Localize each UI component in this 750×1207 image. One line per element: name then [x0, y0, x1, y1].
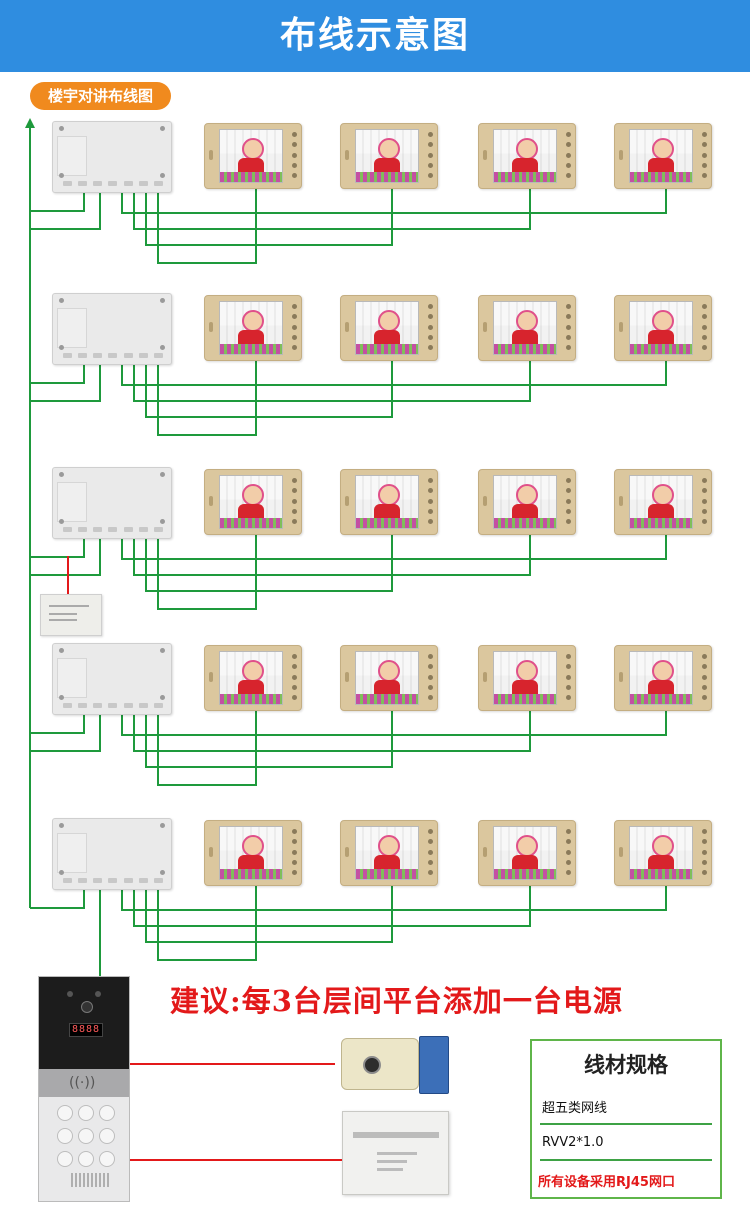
cat5-wire	[133, 884, 531, 927]
floor-distributor	[52, 121, 172, 193]
door-station: 8888 ((·))	[38, 976, 130, 1202]
indoor-monitor	[204, 123, 302, 189]
spec-title: 线材规格	[584, 1053, 668, 1077]
camera-icon	[67, 991, 73, 997]
floor-distributor	[52, 467, 172, 539]
cat5-wire	[157, 709, 257, 786]
cat5-wire	[145, 884, 393, 943]
section-label: 楼宇对讲布线图	[30, 82, 172, 110]
cat5-wire	[145, 187, 393, 246]
power-advice: 建议:每3台层间平台添加一台电源	[170, 984, 623, 1018]
indoor-monitor	[614, 820, 712, 886]
speaker-grille	[71, 1173, 111, 1187]
main-power-supply	[342, 1111, 449, 1195]
spec-item-rvv: RVV2*1.0	[542, 1135, 604, 1150]
indoor-monitor	[614, 469, 712, 535]
cat5-wire	[145, 533, 393, 592]
riser-wire	[30, 888, 85, 909]
cable-spec-box: 线材规格 超五类网线 RVV2*1.0 所有设备采用RJ45网口	[530, 1039, 722, 1199]
cat5-wire	[121, 533, 667, 560]
indoor-monitor	[478, 469, 576, 535]
page-title: 布线示意图	[0, 0, 750, 72]
cat5-wire	[121, 359, 667, 386]
cat5-wire	[145, 709, 393, 768]
riser-wire	[30, 191, 85, 212]
floor-distributor	[52, 293, 172, 365]
cat5-wire	[157, 884, 257, 961]
indoor-monitor	[340, 645, 438, 711]
indoor-monitor	[478, 820, 576, 886]
cat5-wire	[157, 359, 257, 436]
floor-power-supply	[40, 594, 102, 636]
indoor-monitor	[340, 295, 438, 361]
cat5-wire	[121, 187, 667, 214]
cat5-wire	[157, 533, 257, 610]
lock-keyhole-icon	[363, 1056, 381, 1074]
riser-wire	[30, 191, 101, 230]
door-station-display: 8888	[69, 1023, 103, 1037]
cat5-wire	[133, 709, 531, 752]
up-arrow-icon	[25, 118, 35, 128]
cat5-wire	[157, 187, 257, 264]
indoor-monitor	[614, 295, 712, 361]
indoor-monitor	[204, 469, 302, 535]
rfid-icon: ((·))	[69, 1075, 96, 1091]
floor-distributor	[52, 818, 172, 890]
riser-wire	[30, 713, 85, 734]
indoor-monitor	[614, 645, 712, 711]
cat5-wire	[133, 359, 531, 402]
riser-wire	[30, 363, 101, 402]
indoor-monitor	[478, 645, 576, 711]
cat5-wire	[133, 187, 531, 230]
cat5-wire	[133, 533, 531, 576]
riser-wire	[30, 713, 101, 752]
indoor-monitor	[340, 123, 438, 189]
riser-wire	[30, 537, 101, 576]
cat5-wire	[121, 884, 667, 911]
indoor-monitor	[478, 123, 576, 189]
spec-item-cat5: 超五类网线	[542, 1101, 608, 1116]
indoor-monitor	[478, 295, 576, 361]
indoor-monitor	[340, 469, 438, 535]
indoor-monitor	[204, 820, 302, 886]
floor-distributor	[52, 643, 172, 715]
indoor-monitor	[340, 820, 438, 886]
electric-lock	[335, 1034, 449, 1094]
cat5-wire	[121, 709, 667, 736]
indoor-monitor	[204, 645, 302, 711]
indoor-monitor	[204, 295, 302, 361]
indoor-monitor	[614, 123, 712, 189]
riser-wire	[30, 363, 85, 384]
keypad	[57, 1105, 115, 1167]
riser-wire	[30, 537, 85, 558]
spec-note: 所有设备采用RJ45网口	[538, 1175, 675, 1190]
cat5-wire	[145, 359, 393, 418]
